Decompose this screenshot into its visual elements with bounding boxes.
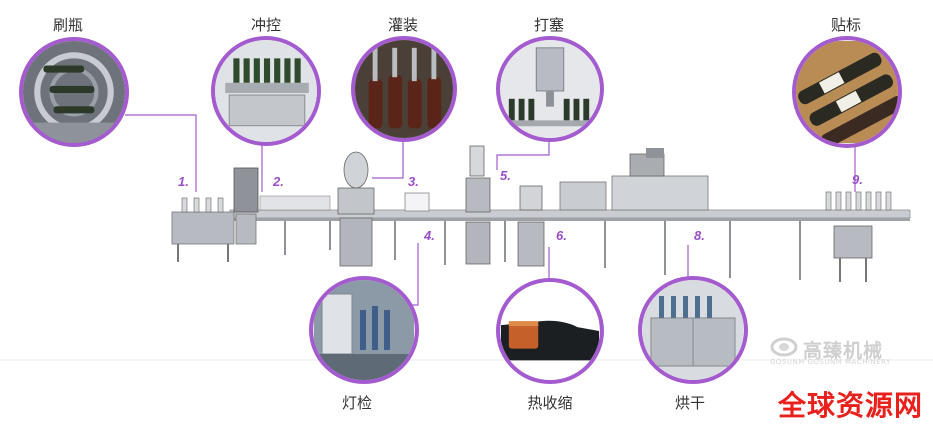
station-label-shrink: 热收缩 (527, 394, 573, 412)
logo-text-cn: 高臻机械 (803, 340, 884, 362)
connector-lines (125, 114, 856, 306)
logo-text-en: GOSUNM GOSUNM MACHINERY (770, 358, 891, 366)
station-label-light: 灯检 (341, 394, 373, 412)
photo-rinse-machine (211, 36, 321, 146)
station-label-dry: 烘干 (674, 394, 706, 412)
station-label-labeling: 贴标 (830, 16, 862, 34)
station-number-4: 4. (424, 228, 435, 243)
station-label-rinse: 冲控 (250, 16, 282, 34)
station-label-fill: 灌装 (387, 16, 419, 34)
station-number-5: 5. (500, 168, 511, 183)
station-label-cork: 打塞 (533, 16, 565, 34)
station-number-9: 9. (852, 172, 863, 187)
photo-labeling (792, 36, 902, 148)
production-line-machinery (171, 145, 911, 282)
station-label-brush: 刷瓶 (52, 16, 84, 34)
station-number-2: 2. (273, 174, 284, 189)
photo-drying-tunnel (638, 276, 748, 384)
station-number-1: 1. (178, 174, 189, 189)
company-logo: 高臻机械 GOSUNM GOSUNM MACHINERY (770, 336, 920, 376)
photo-brush-machine (19, 37, 129, 147)
photo-filling-machine (351, 36, 457, 142)
station-number-6: 6. (556, 228, 567, 243)
site-brand: 全球资源网 (778, 389, 924, 422)
station-number-8: 8. (694, 228, 705, 243)
station-number-3: 3. (408, 174, 419, 189)
logo-mark-icon (770, 337, 798, 357)
photo-light-inspection (309, 276, 419, 384)
photo-corking-machine (496, 36, 604, 142)
photo-heat-shrink (496, 278, 604, 384)
